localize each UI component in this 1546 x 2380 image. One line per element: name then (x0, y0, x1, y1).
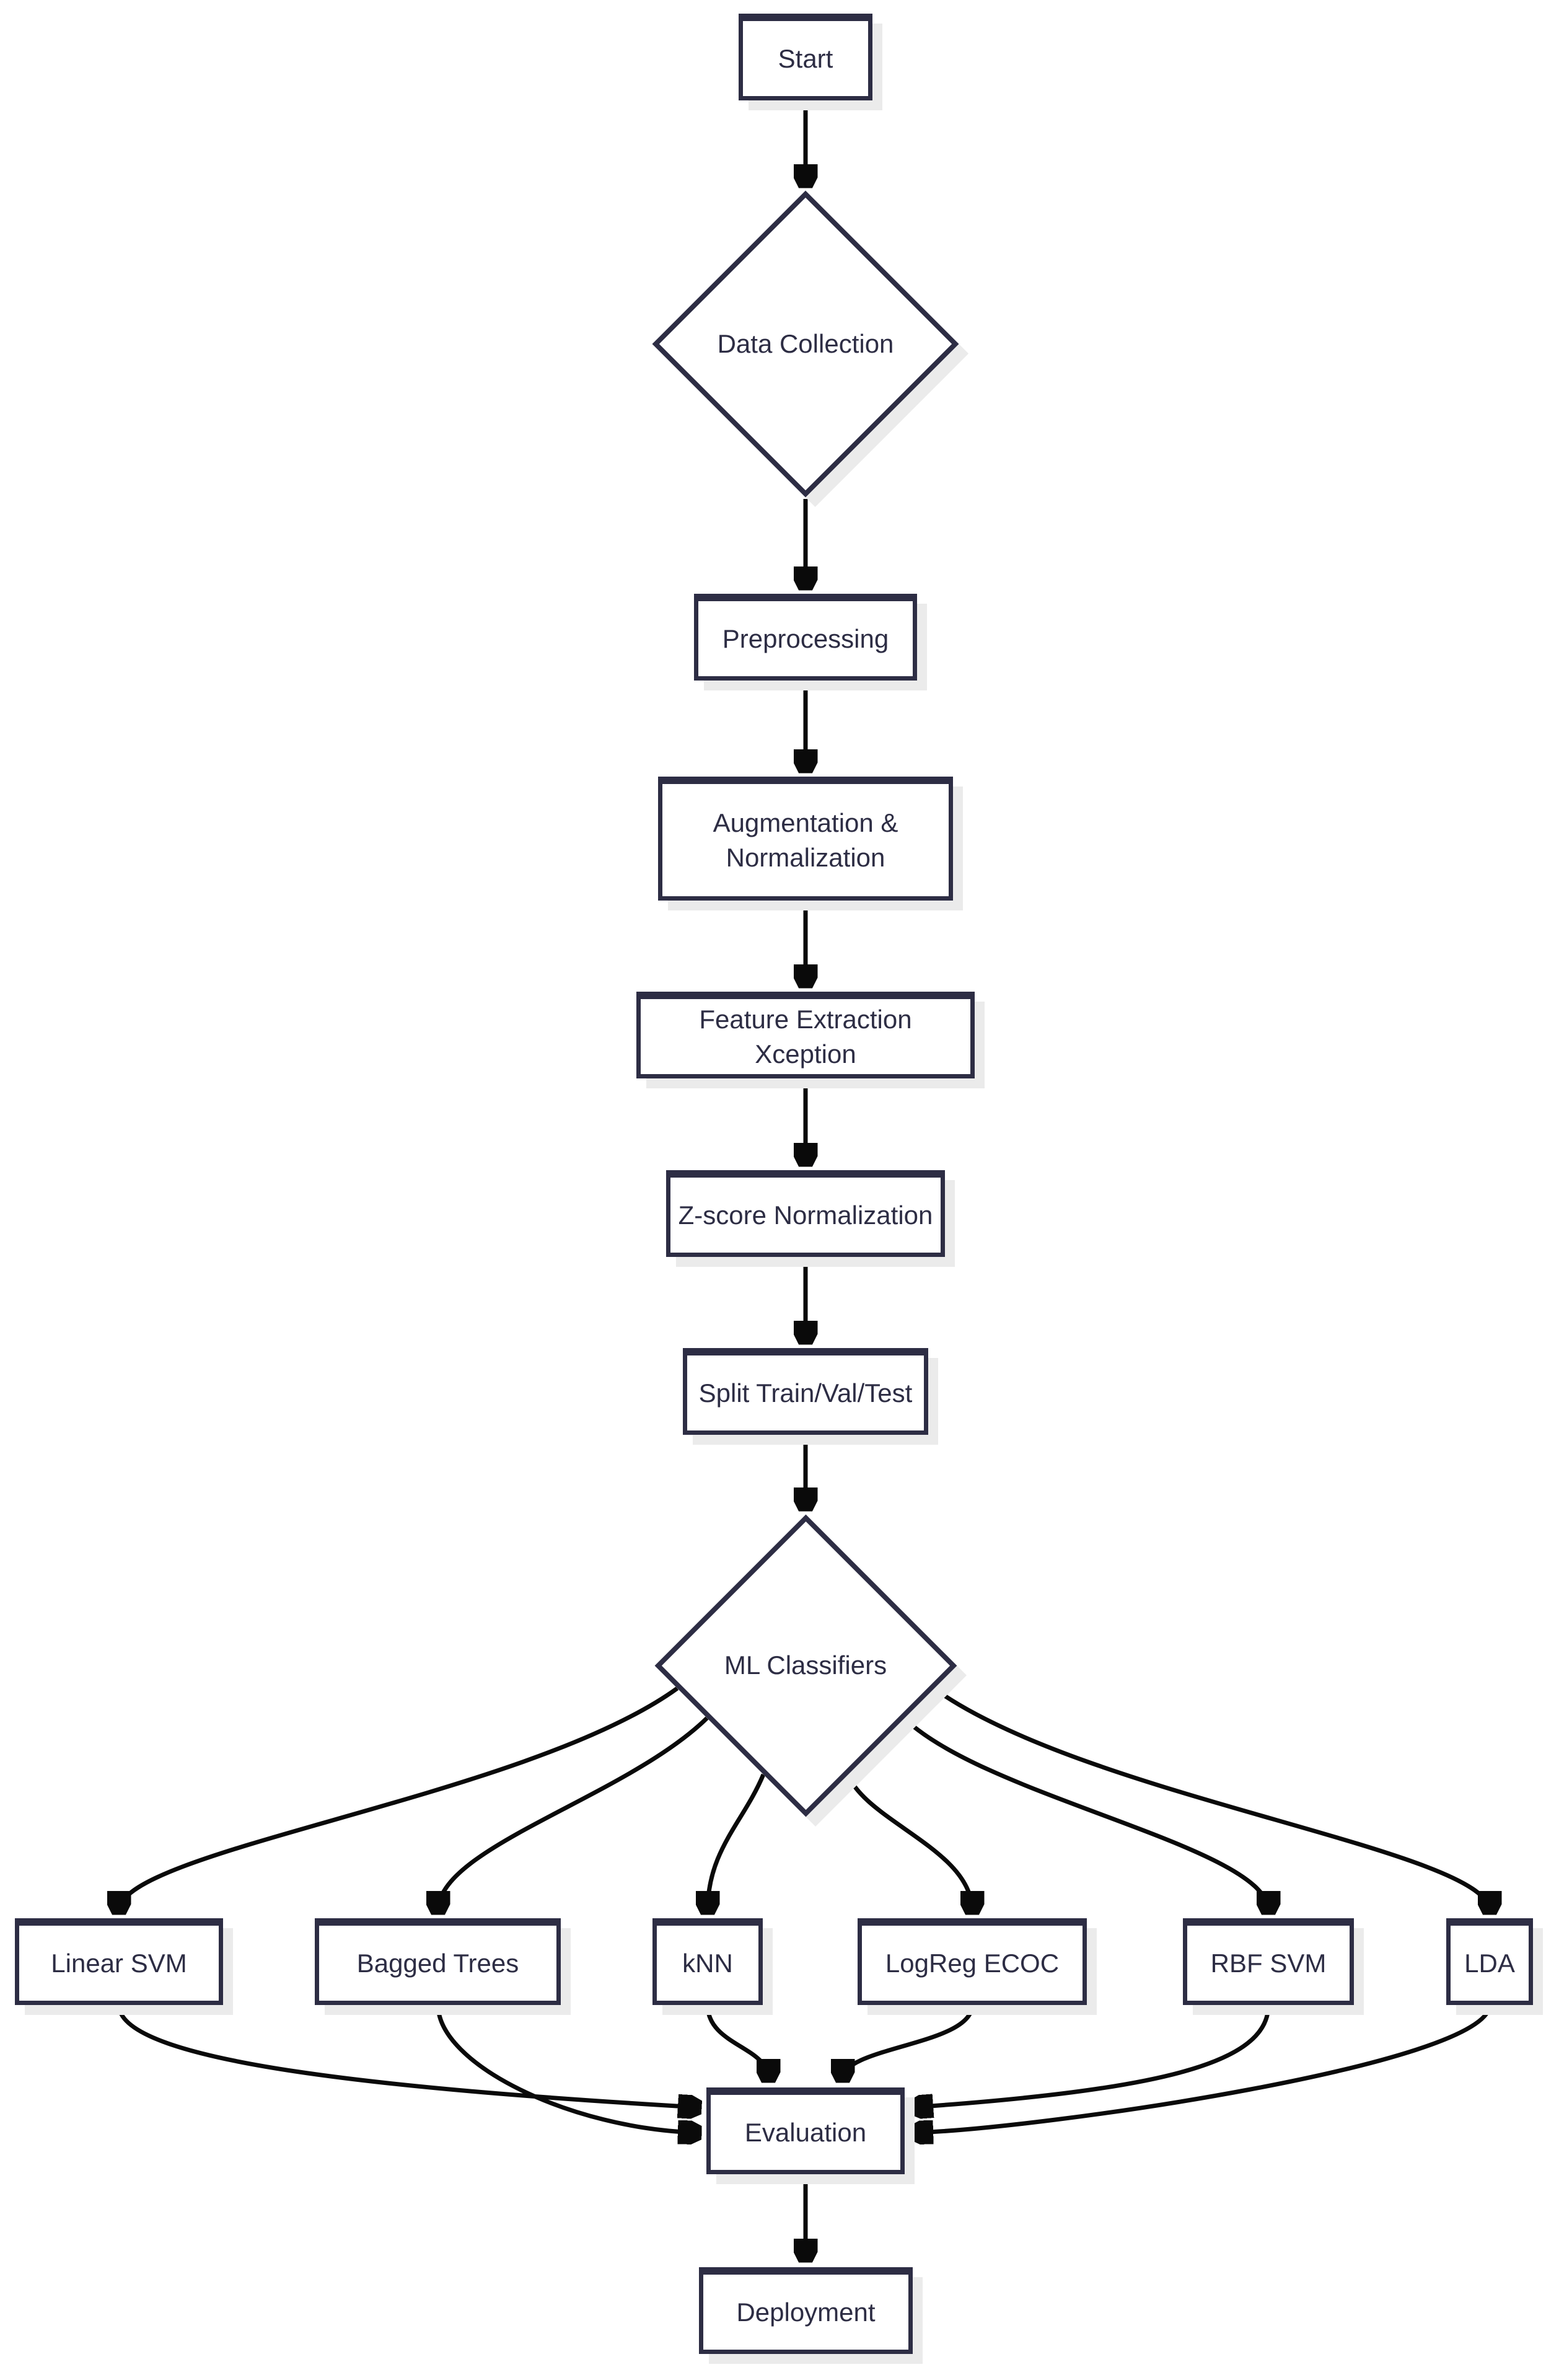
node-ml-classifiers-label: ML Classifiers (724, 1651, 887, 1680)
node-knn: kNN (652, 1918, 763, 2005)
node-bagged-trees: Bagged Trees (315, 1918, 561, 2005)
node-evaluation: Evaluation (706, 2087, 905, 2174)
node-split-train-val-test-label: Split Train/Val/Test (698, 1378, 913, 1408)
node-feature-extraction-xception: Feature Extraction Xception (636, 992, 975, 1078)
node-augmentation-normalization-label: Augmentation & Normalization (713, 808, 898, 872)
node-lda: LDA (1446, 1918, 1533, 2005)
node-deployment: Deployment (699, 2267, 913, 2354)
node-preprocessing-label: Preprocessing (722, 624, 889, 653)
node-deployment-label: Deployment (736, 2297, 876, 2327)
edge-logreg-ecoc-to-evaluation (843, 2004, 975, 2079)
node-logreg-ecoc-label: LogReg ECOC (885, 1948, 1060, 1978)
node-linear-svm: Linear SVM (15, 1918, 223, 2005)
node-data-collection: Data Collection (651, 313, 960, 375)
node-evaluation-label: Evaluation (744, 2117, 867, 2147)
node-preprocessing: Preprocessing (694, 594, 917, 681)
edge-ml-to-logreg-ecoc (845, 1773, 972, 1911)
node-bagged-trees-label: Bagged Trees (356, 1948, 519, 1978)
node-logreg-ecoc: LogReg ECOC (858, 1918, 1087, 2005)
node-lda-label: LDA (1464, 1948, 1515, 1978)
edge-ml-to-knn (708, 1773, 766, 1911)
node-knn-label: kNN (682, 1948, 733, 1978)
node-split-train-val-test: Split Train/Val/Test (683, 1348, 928, 1435)
node-augmentation-normalization: Augmentation & Normalization (658, 777, 953, 901)
edge-rbf-svm-to-evaluation (913, 2004, 1271, 2107)
node-ml-classifiers: ML Classifiers (654, 1634, 957, 1696)
edge-ml-to-bagged-trees (438, 1716, 709, 1911)
node-start: Start (739, 14, 872, 100)
node-linear-svm-label: Linear SVM (51, 1948, 187, 1978)
edge-lda-to-evaluation (913, 2004, 1492, 2133)
edge-ml-to-rbf-svm (902, 1716, 1268, 1911)
edge-linear-svm-to-evaluation (116, 2004, 698, 2107)
node-start-label: Start (778, 43, 833, 73)
edge-bagged-trees-to-evaluation (436, 2004, 698, 2133)
node-zscore-normalization-label: Z-score Normalization (678, 1200, 933, 1230)
edge-ml-to-lda (932, 1686, 1490, 1911)
node-data-collection-label: Data Collection (717, 329, 894, 358)
edge-ml-to-linear-svm (119, 1686, 679, 1911)
node-zscore-normalization: Z-score Normalization (666, 1170, 945, 1257)
node-rbf-svm-label: RBF SVM (1210, 1948, 1327, 1978)
node-feature-extraction-xception-label: Feature Extraction Xception (699, 1005, 912, 1069)
node-rbf-svm: RBF SVM (1183, 1918, 1354, 2005)
edge-knn-to-evaluation (705, 2004, 768, 2079)
